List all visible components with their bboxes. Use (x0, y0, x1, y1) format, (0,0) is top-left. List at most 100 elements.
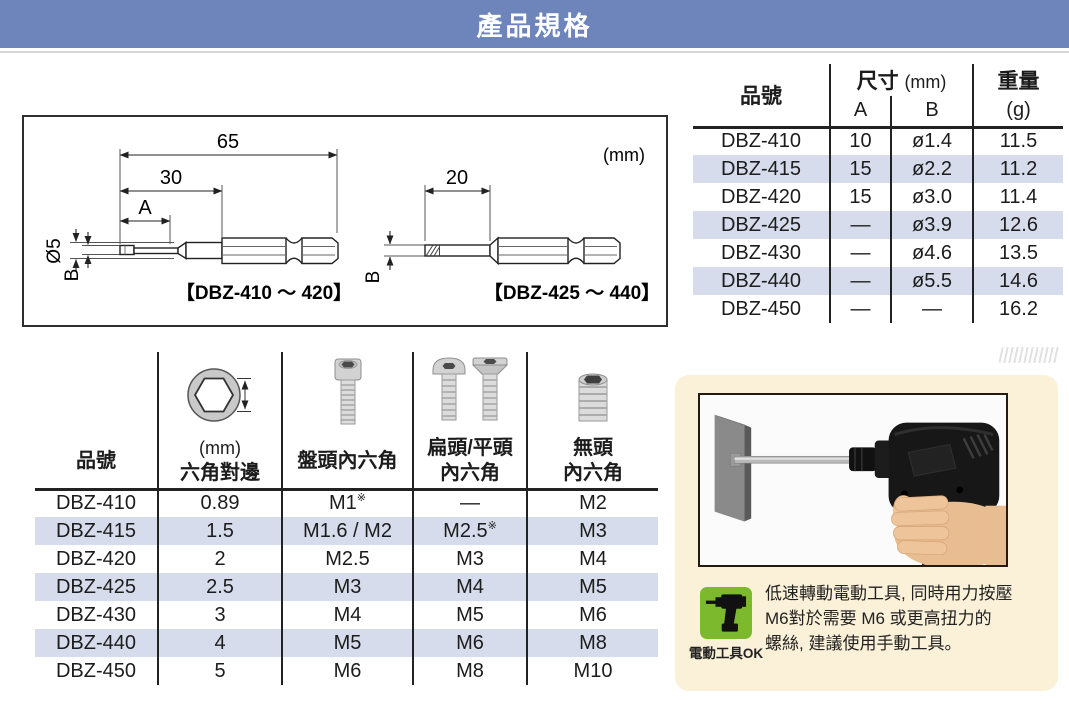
dim-shank-dia: Ø5 (44, 238, 65, 263)
dim-b-cell: ø3.0 (889, 183, 974, 211)
hex-size-cell: 2.5 (157, 573, 282, 601)
part-number-cell: DBZ-440 (55, 631, 137, 654)
part-number-cell: DBZ-450 (55, 659, 137, 682)
part-number-cell: DBZ-415 (720, 157, 802, 180)
usage-note: 低速轉動電動工具, 同時用力按壓 M6對於需要 M6 或更高扭力的 螺絲, 建議… (765, 581, 1050, 656)
dim-b-left: B (62, 269, 83, 282)
page-title: 產品規格 (476, 10, 593, 41)
size-table-row: DBZ-410 10 ø1.4 11.5 (693, 127, 1064, 155)
size-table-header-size: 尺寸 (mm) (828, 64, 974, 96)
dim-a-cell: 15 (829, 155, 891, 183)
weight-cell: 12.6 (972, 211, 1064, 239)
impact-driver-photo (698, 393, 1008, 567)
watermark (998, 347, 1060, 363)
dim-a-cell: 10 (829, 127, 891, 155)
weight-cell: 11.2 (972, 155, 1064, 183)
headless-cell: M3 (526, 517, 658, 545)
size-table-row: DBZ-440 — ø5.5 14.6 (693, 267, 1064, 295)
size-table-row: DBZ-450 — — 16.2 (693, 295, 1064, 323)
caption-left-bit: 【DBZ-410 ～ 420】 (176, 281, 352, 304)
size-table-header-part: 品號 (693, 64, 830, 129)
headless-cell: M6 (526, 601, 658, 629)
flat-head-cell: — (412, 489, 527, 517)
size-table-row: DBZ-420 15 ø3.0 11.4 (693, 183, 1064, 211)
dim-b-cell: ø3.9 (889, 211, 974, 239)
power-tool-ok-label: 電動工具OK (688, 646, 764, 661)
pan-head-cell: M1※ (281, 489, 413, 517)
flat-head-cell: M6 (412, 629, 527, 657)
button-and-flat-head-screw-icons (432, 357, 509, 421)
weight-cell: 13.5 (972, 239, 1064, 267)
screw-table-row: DBZ-415 1.5 M1.6 / M2 M2.5※ M3 (35, 517, 658, 545)
screw-table-row: DBZ-410 0.89 M1※ — M2 (35, 489, 658, 517)
usage-note-line: 低速轉動電動工具, 同時用力按壓 (765, 584, 1013, 603)
set-screw-icon (578, 373, 608, 422)
diagram-unit-label: (mm) (603, 145, 645, 165)
dim-b-cell: ø1.4 (889, 127, 974, 155)
size-table-row: DBZ-425 — ø3.9 12.6 (693, 211, 1064, 239)
part-number-cell: DBZ-420 (720, 185, 802, 208)
headless-cell: M2 (526, 489, 658, 517)
size-table-row: DBZ-430 — ø4.6 13.5 (693, 239, 1064, 267)
flat-head-cell: M3 (412, 545, 527, 573)
flat-head-cell: M5 (412, 601, 527, 629)
weight-cell: 14.6 (972, 267, 1064, 295)
hex-size-cell: 3 (157, 601, 282, 629)
caption-right-bit: 【DBZ-425 ～ 440】 (484, 281, 660, 304)
dim-b-cell: ø2.2 (889, 155, 974, 183)
pan-head-cell: M3 (281, 573, 413, 601)
flat-head-cell: M8 (412, 657, 527, 685)
screw-table-header-part: 品號 (35, 435, 158, 491)
dim-overall-left: 65 (217, 131, 239, 153)
headless-cell: M4 (526, 545, 658, 573)
dim-b-cell: ø4.6 (889, 239, 974, 267)
size-table-header-weight-unit: (g) (972, 96, 1064, 129)
screw-table-row: DBZ-450 5 M6 M8 M10 (35, 657, 658, 685)
usage-note-line: M6對於需要 M6 或更高扭力的 (765, 609, 992, 628)
part-number-cell: DBZ-440 (720, 269, 802, 292)
part-number-cell: DBZ-450 (720, 297, 802, 320)
weight-cell: 16.2 (972, 295, 1064, 323)
screw-table-header-hex: (mm) 六角對邊 (157, 435, 282, 491)
size-table-header-b: B (889, 96, 974, 129)
power-drill-icon (700, 587, 752, 639)
size-weight-table: 品號 尺寸 (mm) 重量 A B (g) DBZ-410 10 ø1.4 11… (693, 64, 1064, 323)
part-number-cell: DBZ-425 (720, 213, 802, 236)
header-divider (0, 51, 1069, 53)
part-number-cell: DBZ-430 (55, 603, 137, 626)
hex-size-cell: 0.89 (157, 489, 282, 517)
screw-table-row: DBZ-425 2.5 M3 M4 M5 (35, 573, 658, 601)
pan-head-cell: M2.5 (281, 545, 413, 573)
dim-b-right: B (363, 271, 384, 284)
hex-size-cell: 4 (157, 629, 282, 657)
pan-head-cell: M4 (281, 601, 413, 629)
headless-cell: M10 (526, 657, 658, 685)
dim-a-cell: — (829, 211, 891, 239)
screw-table-header-headless: 無頭 內六角 (526, 435, 658, 491)
hex-size-cell: 1.5 (157, 517, 282, 545)
dim-a-left: A (138, 197, 152, 219)
screw-table-header-flat: 扁頭/平頭 內六角 (412, 435, 527, 491)
pan-head-cell: M5 (281, 629, 413, 657)
hex-size-cell: 5 (157, 657, 282, 685)
part-number-cell: DBZ-425 (55, 575, 137, 598)
flat-head-cell: M4 (412, 573, 527, 601)
hex-size-cell: 2 (157, 545, 282, 573)
dim-a-cell: 15 (829, 183, 891, 211)
part-number-cell: DBZ-430 (720, 241, 802, 264)
dimension-drawing-box: (mm) 65 30 A Ø5 B (22, 115, 668, 327)
screw-table-row: DBZ-420 2 M2.5 M3 M4 (35, 545, 658, 573)
power-tool-ok-badge: 電動工具OK (686, 587, 766, 662)
size-table-row: DBZ-415 15 ø2.2 11.2 (693, 155, 1064, 183)
dim-a-cell: — (829, 239, 891, 267)
flat-head-cell: M2.5※ (412, 517, 527, 545)
dimension-drawing: (mm) 65 30 A Ø5 B (44, 131, 660, 304)
screw-table-row: DBZ-430 3 M4 M5 M6 (35, 601, 658, 629)
weight-cell: 11.5 (972, 127, 1064, 155)
part-number-cell: DBZ-420 (55, 547, 137, 570)
part-number-cell: DBZ-410 (720, 130, 802, 153)
dim-mid-left: 30 (160, 167, 182, 189)
screw-compatibility-table: 品號 (mm) 六角對邊 盤頭內六角 扁頭/平頭 內六角 無頭 內六角 DBZ-… (35, 352, 658, 685)
impact-driver-illustration (700, 395, 1006, 565)
cap-head-screw-icon (334, 358, 361, 425)
